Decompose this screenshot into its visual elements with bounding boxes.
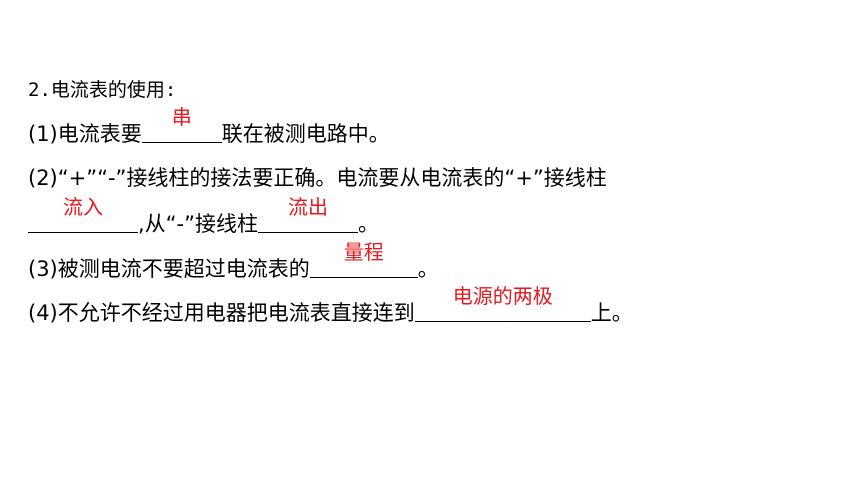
item-3-answer: 量程: [343, 240, 384, 264]
item-2-suffix: 。: [358, 212, 380, 236]
item-2-answer-1: 流入: [63, 195, 103, 219]
item-4-suffix: 上。: [590, 301, 633, 325]
item-2-line-2: 流入 ,从“-”接线柱 流出。: [28, 196, 380, 239]
item-4-answer: 电源的两极: [452, 284, 553, 308]
item-3-blank: 量程: [309, 241, 418, 278]
item-1-blank: 串: [141, 106, 222, 143]
item-3: (3)被测电流不要超过电流表的 量程。: [28, 241, 439, 284]
item-2-middle: ,从“-”接线柱: [138, 212, 259, 236]
item-4-prefix: (4)不允许不经过用电器把电流表直接连到: [28, 301, 415, 325]
item-2-answer-2: 流出: [288, 195, 329, 219]
item-1-suffix: 联在被测电路中。: [221, 122, 390, 146]
item-4-blank: 电源的两极: [414, 285, 591, 322]
item-1-prefix: (1)电流表要: [28, 122, 142, 146]
item-3-prefix: (3)被测电流不要超过电流表的: [28, 257, 310, 281]
item-4: (4)不允许不经过用电器把电流表直接连到 电源的两极上。: [28, 285, 633, 328]
item-2-blank-2: 流出: [258, 196, 359, 233]
item-2-blank-1: 流入: [28, 196, 138, 233]
item-1-answer: 串: [171, 105, 192, 129]
item-2-line-1: (2)“+”“-”接线柱的接法要正确。电流要从电流表的“+”接线柱: [28, 166, 607, 190]
section-heading: 2.电流表的使用:: [28, 79, 177, 101]
item-1: (1)电流表要 串联在被测电路中。: [28, 106, 390, 149]
item-3-suffix: 。: [417, 257, 439, 281]
